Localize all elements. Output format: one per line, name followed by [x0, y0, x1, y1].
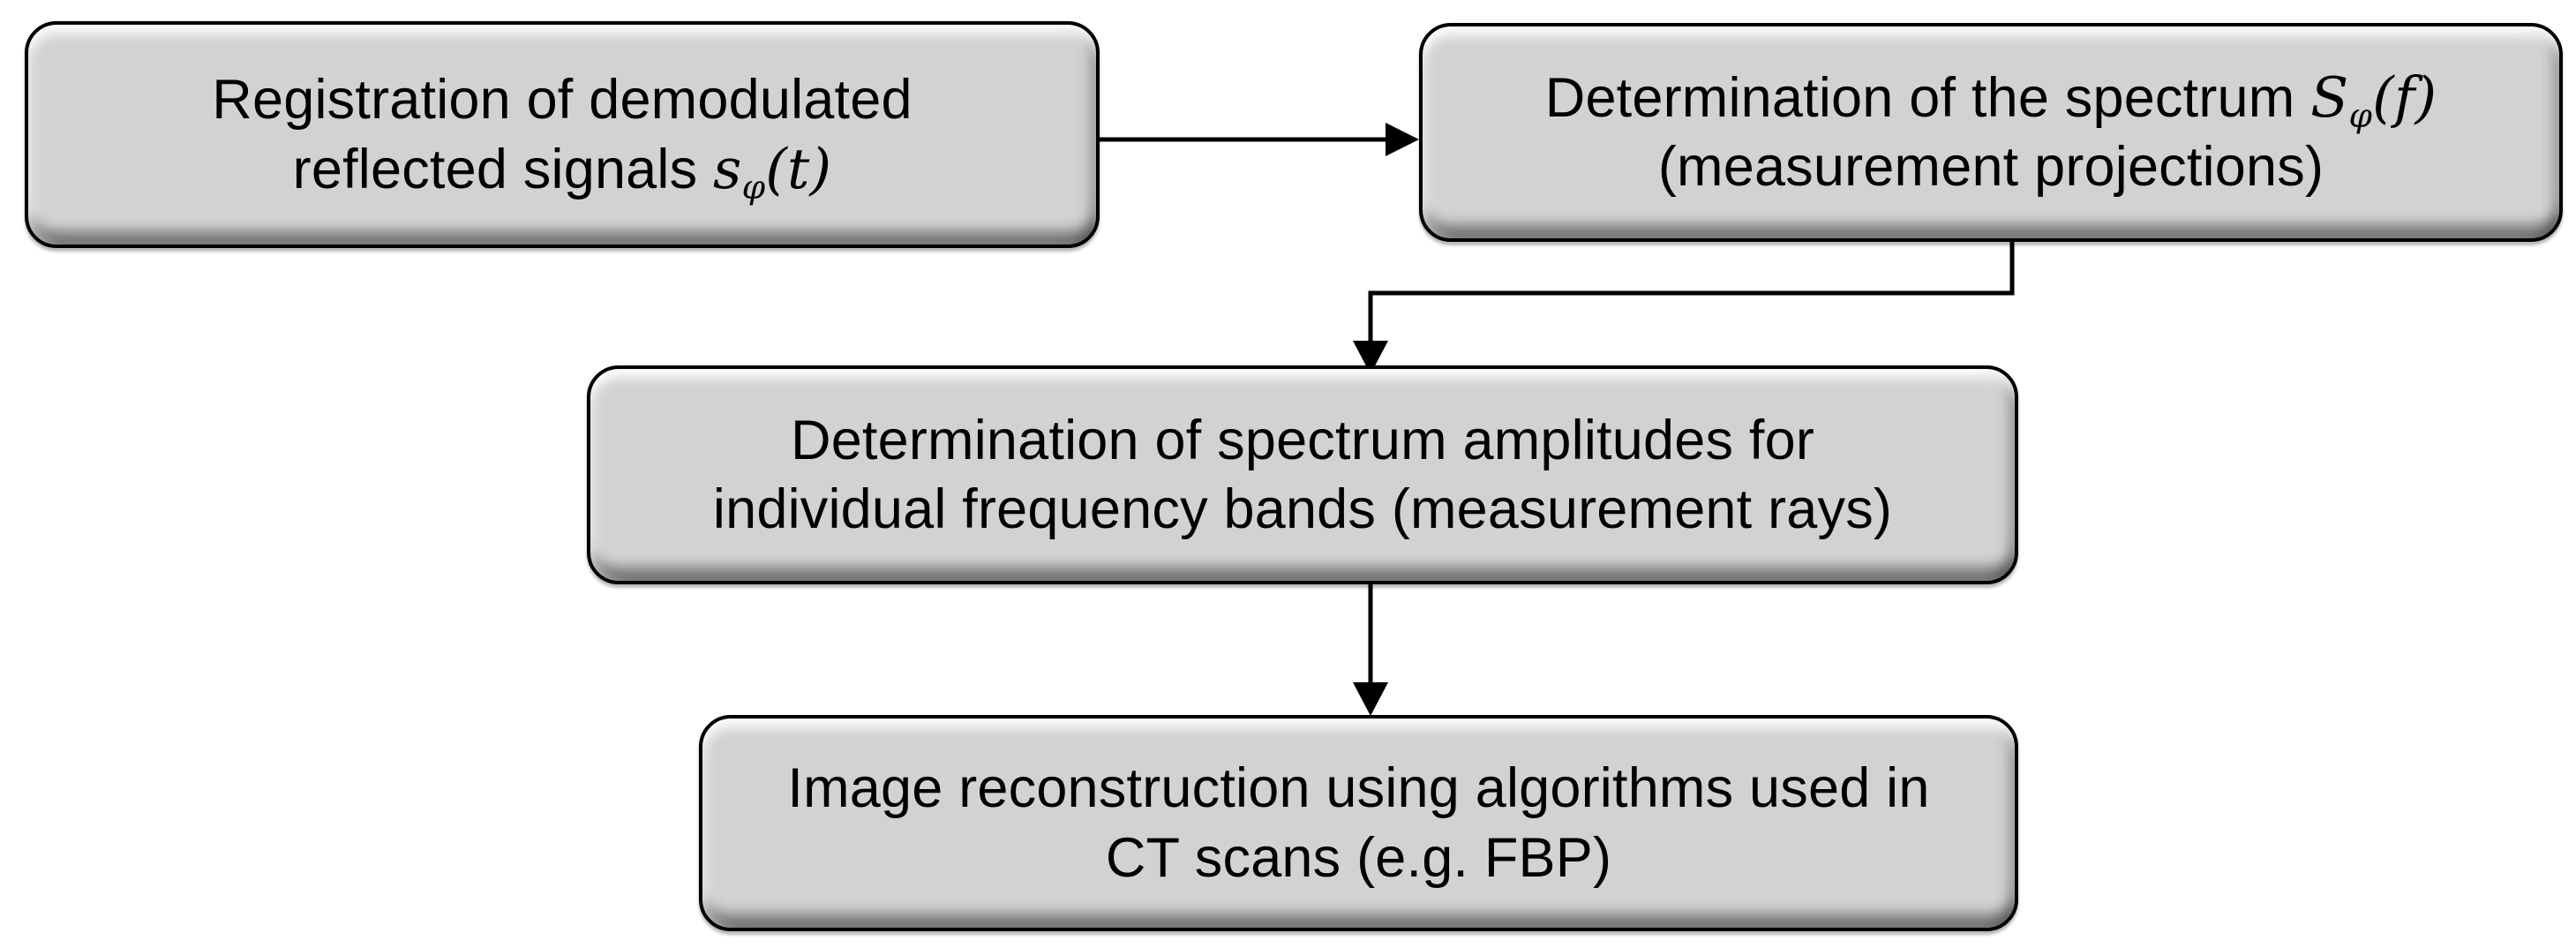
flow-step-spectrum: Determination of the spectrum Sφ(f) (mea… — [1419, 23, 2563, 242]
arrow-amplitudes-to-reconstruction — [1353, 584, 1388, 716]
arrow-registration-to-spectrum — [1100, 123, 1419, 156]
math-S-phi-f: Sφ(f) — [2310, 64, 2437, 135]
step-text-line: Registration of demodulated — [212, 69, 912, 132]
flow-step-reconstruction: Image reconstruction using algorithms us… — [699, 715, 2018, 931]
arrow-spectrum-to-amplitudes — [1353, 242, 2015, 374]
math-s-phi-t: sφ(t) — [713, 136, 832, 206]
flow-step-amplitudes: Determination of spectrum amplitudes for… — [587, 365, 2018, 584]
step-text-line: (measurement projections) — [1657, 136, 2324, 198]
step-text-line: reflected signals sφ(t) — [292, 136, 832, 206]
step-text-line: individual frequency bands (measurement … — [712, 478, 1893, 540]
step-text-line: Determination of spectrum amplitudes for — [791, 409, 1814, 471]
arrowhead-down-icon — [1353, 682, 1388, 716]
arrowhead-right-icon — [1386, 123, 1419, 156]
step-text-line: CT scans (e.g. FBP) — [1105, 826, 1612, 889]
step-text-line: Image reconstruction using algorithms us… — [787, 757, 1930, 820]
flow-step-registration: Registration of demodulated reflected si… — [25, 21, 1100, 248]
step-text-line: Determination of the spectrum Sφ(f) — [1544, 64, 2437, 135]
